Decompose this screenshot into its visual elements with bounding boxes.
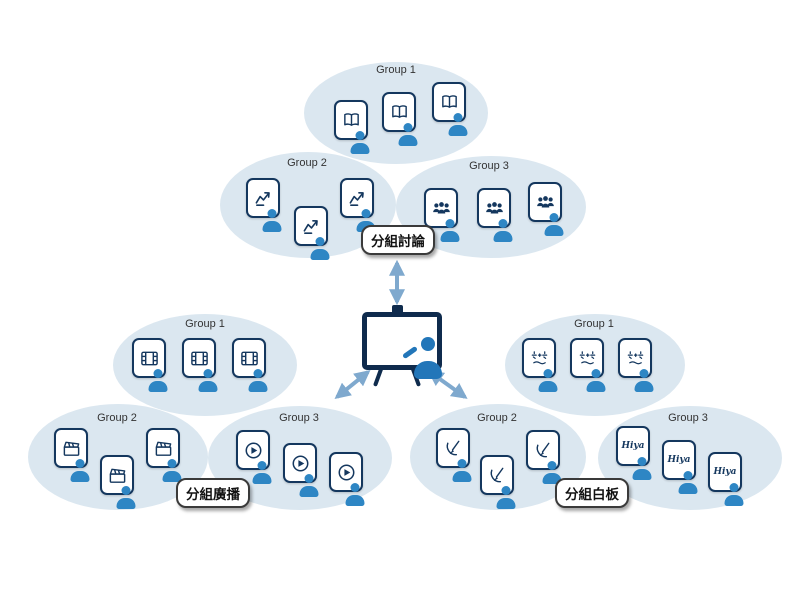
student-device-unit [132,338,182,394]
student-device-unit [432,82,482,138]
student-device-unit [522,338,572,394]
mode-label-broadcast: 分組廣播 [176,478,250,508]
mode-label-whiteboard: 分組白板 [555,478,629,508]
student-device-unit: Hiya [708,452,758,508]
student-device-unit [146,428,196,484]
student-device-unit: Hiya [616,426,666,482]
student-device-unit [232,338,282,394]
group-label: Group 2 [287,157,327,169]
student-device-unit [329,452,379,508]
student-tablet [526,430,560,470]
student-device-unit [340,178,390,234]
student-device-unit [100,455,150,511]
student-device-unit [246,178,296,234]
student-device-unit [528,182,578,238]
student-device-unit [526,430,576,486]
group-label: Group 3 [469,160,509,172]
board-mount [392,305,403,314]
student-device-unit [283,443,333,499]
group-label: Group 1 [574,318,614,330]
student-device-unit [236,430,286,486]
student-device-unit [54,428,104,484]
student-device-unit [382,92,432,148]
student-device-unit [424,188,474,244]
group-label: Group 2 [477,412,517,424]
group-label: Group 3 [279,412,319,424]
group-label: Group 3 [668,412,708,424]
group-label: Group 1 [376,64,416,76]
student-device-unit [334,100,384,156]
arrow-to-broadcast [334,369,371,400]
student-device-unit [480,455,530,511]
group-label: Group 1 [185,318,225,330]
student-device-unit [570,338,620,394]
student-device-unit [182,338,232,394]
teacher-icon [412,337,444,379]
student-device-unit: Hiya [662,440,712,496]
hiya-text: Hiya [667,454,691,465]
student-device-unit [477,188,527,244]
hiya-text: Hiya [713,466,737,477]
mode-label-discussion: 分組討論 [361,225,435,255]
student-device-unit [294,206,344,262]
hiya-text: Hiya [621,440,645,451]
group-label: Group 2 [97,412,137,424]
student-device-unit [436,428,486,484]
student-device-unit [618,338,668,394]
